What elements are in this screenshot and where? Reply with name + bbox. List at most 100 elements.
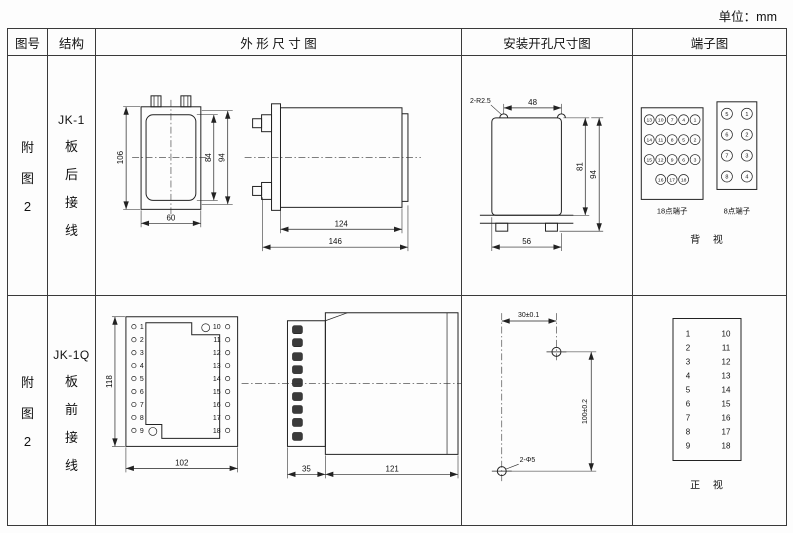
header-mounting-label: 安装开孔尺寸图	[503, 36, 591, 51]
terminal-cell-row1: 13 10 7 4 1 14 11 8 5 2 15 12 9 6 3 16 1	[633, 56, 786, 296]
header-outline-label: 外 形 尺 寸 图	[240, 36, 317, 51]
terminal-stud	[252, 118, 263, 129]
terminal-number: 6	[686, 400, 691, 409]
terminal-number: 14	[646, 137, 652, 143]
wiring-char: 板	[64, 138, 78, 154]
terminal-number: 8	[725, 174, 728, 180]
terminal-number: 3	[686, 358, 691, 367]
terminal-diagram-jk1: 13 10 7 4 1 14 11 8 5 2 15 12 9 6 3 16 1	[640, 101, 758, 246]
terminal-diagram-jk1q: 1 2 3 4 5 6 7 8 9 10 11 12 13 14 15	[672, 318, 742, 492]
terminal-number: 8	[671, 137, 674, 143]
terminal-number: 10	[658, 118, 664, 124]
terminal: 3	[689, 154, 701, 165]
terminal-number: 4	[682, 118, 685, 124]
radius-label: 2-R2.5	[470, 98, 491, 105]
dimension-label: 56	[522, 237, 531, 246]
terminal-number: 15	[722, 400, 731, 409]
dimension-label: 121	[386, 464, 400, 473]
left-terminal-column: 1 2 3 4 5 6 7 8 9	[131, 324, 144, 435]
terminal-number: 5	[682, 137, 685, 143]
terminal-number: 13	[646, 118, 652, 124]
leader-line	[505, 463, 519, 470]
fig-char: 2	[23, 434, 32, 449]
dim-84: 84	[196, 114, 218, 201]
hole-callout: 2-Φ5	[505, 457, 535, 470]
terminal-number: 11	[213, 337, 220, 344]
mounting-foot	[545, 222, 558, 232]
terminal-number: 14	[213, 376, 221, 383]
side-view	[241, 312, 461, 455]
dimension-label: 94	[589, 170, 598, 179]
terminal-number: 12	[658, 157, 664, 163]
dim-60: 60	[140, 210, 202, 228]
mounting-drawing-jk1q: 30±0.1 100±0.2 2-Φ5	[491, 312, 597, 483]
terminal: 12	[655, 154, 667, 165]
wiring-char: 接	[64, 194, 78, 210]
wiring-char: 线	[64, 457, 78, 473]
fig-char: 图	[20, 406, 34, 421]
header-struct-label: 结构	[58, 36, 84, 51]
dimension-label: 30±0.1	[518, 312, 539, 319]
terminal-number: 3	[745, 154, 748, 160]
terminal: 18	[678, 174, 689, 185]
front-view: 1 2 3 4 5 6 7 8 9 10 11 12 13	[125, 316, 239, 447]
fig-char: 附	[20, 140, 34, 155]
terminal-number: 9	[671, 157, 674, 163]
terminal-block-18: 13 10 7 4 1 14 11 8 5 2 15 12 9 6 3 16 1	[640, 107, 704, 200]
terminal-block-outline	[640, 107, 704, 200]
terminal-number: 7	[725, 154, 728, 160]
header-cell-fig: 图号	[8, 29, 48, 56]
terminal: 7	[666, 114, 678, 126]
fig-char: 图	[20, 171, 34, 186]
leader-line	[490, 104, 502, 116]
dim-30: 30±0.1	[501, 312, 557, 324]
dim-48: 48	[503, 98, 562, 114]
outline-drawing-jk1: 106 84 94 60	[116, 95, 421, 252]
dim-121: 121	[325, 455, 459, 479]
dim-106: 106	[116, 106, 141, 210]
terminal-number: 13	[722, 372, 731, 381]
terminal-number: 12	[213, 350, 221, 357]
terminal-number: 3	[140, 350, 144, 357]
right-number-column: 10 11 12 13 14 15 16 17 18	[722, 330, 731, 451]
outline-cell-row2: 1 2 3 4 5 6 7 8 9 10 11 12 13	[96, 296, 462, 525]
structure-cell-row1: JK-1 板 后 接 线	[48, 56, 96, 296]
dimension-label: 106	[116, 150, 125, 164]
side-view	[244, 103, 421, 211]
terminal-number: 15	[646, 157, 652, 163]
terminal: 9	[666, 154, 678, 165]
terminal-number: 4	[745, 174, 748, 180]
panel-cutout	[491, 117, 562, 216]
terminal-number: 7	[140, 402, 144, 409]
terminal-cell-row2: 1 2 3 4 5 6 7 8 9 10 11 12 13 14 15	[633, 296, 786, 525]
terminal: 11	[655, 134, 667, 145]
dimension-table: 图号 结构 外 形 尺 寸 图 安装开孔尺寸图 端子图 附 图 2 JK-1 板…	[7, 28, 787, 526]
terminal-number: 1	[686, 330, 691, 339]
fig-char: 2	[23, 199, 32, 214]
terminal: 6	[678, 154, 689, 165]
terminal: 5	[721, 107, 733, 120]
inner-frame	[145, 322, 221, 439]
view-label: 正 视	[690, 479, 728, 492]
terminal-number: 12	[722, 358, 731, 367]
mounting-flange	[271, 103, 281, 211]
header-fig-label: 图号	[14, 36, 40, 51]
slot-radius	[556, 113, 566, 118]
model-label: JK-1Q	[53, 347, 90, 362]
dimension-label: 35	[302, 464, 311, 473]
wiring-char: 接	[64, 429, 78, 445]
terminal-number: 5	[686, 386, 691, 395]
wiring-char: 板	[64, 373, 78, 389]
outline-drawing-jk1q: 1 2 3 4 5 6 7 8 9 10 11 12 13	[105, 312, 461, 479]
dim-146: 146	[262, 197, 409, 252]
dim-102: 102	[125, 447, 238, 473]
dim-124: 124	[280, 208, 403, 234]
wiring-char: 前	[64, 401, 78, 417]
terminal: 14	[643, 134, 655, 145]
mounting-drawing-jk1: 2-R2.5 48 81	[470, 98, 604, 252]
hole-pattern	[491, 313, 567, 483]
mounting-cell-row2: 30±0.1 100±0.2 2-Φ5	[462, 296, 633, 525]
mounting-hole	[148, 427, 158, 436]
dimension-label: 100±0.2	[582, 399, 589, 424]
header-terminal-label: 端子图	[690, 36, 729, 51]
